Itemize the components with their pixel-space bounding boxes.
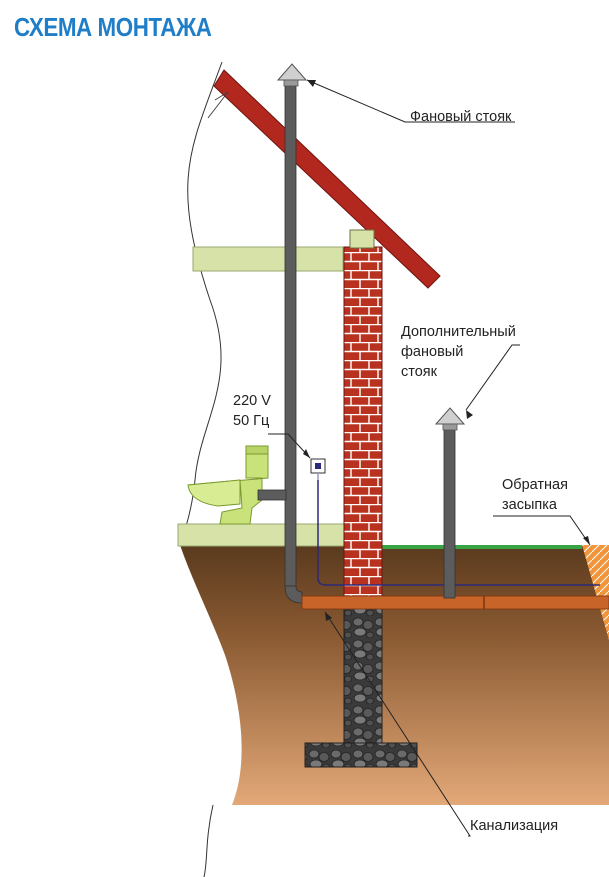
label-extra-vent-3: стояк xyxy=(401,364,437,380)
extra-vent-cap xyxy=(434,407,466,425)
label-vent-stack: Фановый стояк xyxy=(410,109,512,125)
brick-wall xyxy=(343,246,383,600)
leader-extra-vent xyxy=(465,344,520,411)
label-sewer: Канализация xyxy=(470,818,559,834)
vent-stack-elbow xyxy=(284,585,303,604)
arrow-extra-vent xyxy=(466,410,473,419)
wall-cap xyxy=(349,229,375,249)
floor-slab xyxy=(177,523,345,547)
vent-stack-pipe xyxy=(284,85,297,587)
arrow-backfill xyxy=(583,536,590,545)
label-voltage: 220 V xyxy=(233,393,271,409)
vent-cap xyxy=(276,63,308,81)
leader-sewer xyxy=(324,611,471,837)
roof-strut xyxy=(207,91,229,119)
foundation xyxy=(343,602,383,746)
cut-line-lower xyxy=(203,804,214,877)
label-extra-vent-1: Дополнительный xyxy=(401,324,516,340)
electric-cable xyxy=(317,473,600,586)
grass-line xyxy=(382,545,582,549)
arrow-vent-stack xyxy=(307,80,316,87)
roof-rafter xyxy=(213,69,441,289)
soil xyxy=(180,545,609,805)
cut-line xyxy=(179,61,223,546)
arrow-sewer xyxy=(325,612,332,621)
leader-socket xyxy=(268,433,311,459)
toilet xyxy=(187,445,287,525)
foundation-footing xyxy=(304,742,418,768)
leader-vent-stack xyxy=(306,79,515,123)
leader-backfill xyxy=(493,515,591,546)
backfill xyxy=(582,545,609,640)
arrow-socket xyxy=(303,449,310,458)
sewer-pipe xyxy=(301,595,609,610)
upper-floor-slab xyxy=(192,246,344,272)
label-backfill-1: Обратная xyxy=(502,477,568,493)
page-title: СХЕМА МОНТАЖА xyxy=(14,12,212,42)
label-frequency: 50 Гц xyxy=(233,413,270,429)
label-extra-vent-2: фановый xyxy=(401,344,464,360)
label-backfill-2: засыпка xyxy=(502,497,557,513)
extra-vent-pipe xyxy=(443,427,456,599)
